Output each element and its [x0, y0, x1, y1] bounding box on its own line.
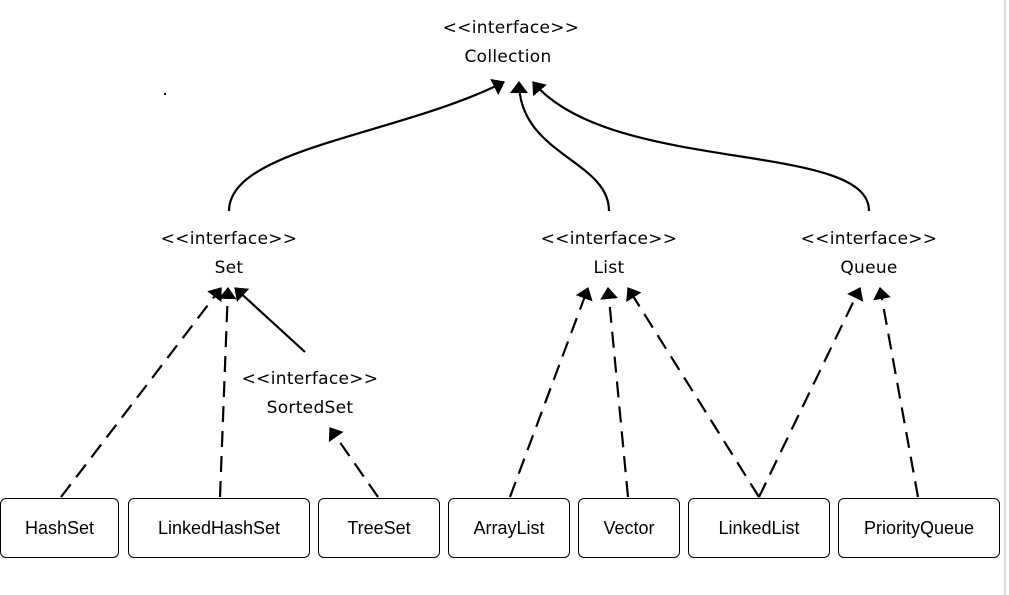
queue-interface-name: Queue — [840, 258, 898, 278]
edge-linkedhashset-to-set — [218, 287, 237, 498]
class-box-priorityqueue: PriorityQueue — [838, 498, 1000, 558]
class-box-arraylist: ArrayList — [448, 498, 570, 558]
class-label-vector: Vector — [603, 517, 655, 538]
queue-stereotype: <<interface>> — [800, 229, 938, 249]
edge-linkedlist-to-queue — [758, 287, 864, 498]
edge-vector-to-list — [600, 287, 630, 498]
edge-queue-to-collection — [532, 81, 871, 212]
class-label-arraylist: ArrayList — [473, 517, 545, 538]
collection-stereotype: <<interface>> — [442, 18, 580, 38]
edge-arraylist-to-list — [508, 287, 593, 498]
edge-treeset-to-sortedset — [328, 427, 379, 498]
class-label-treeset: TreeSet — [347, 517, 411, 538]
edge-priorityqueue-to-queue — [873, 287, 920, 498]
class-label-hashset: HashSet — [24, 517, 95, 538]
sortedset-interface-name: SortedSet — [266, 398, 354, 418]
collection-interface-name: Collection — [464, 47, 552, 67]
class-box-vector: Vector — [578, 498, 680, 558]
edge-linkedlist-to-list — [626, 287, 760, 498]
edge-sortedset-to-set — [234, 287, 306, 353]
list-stereotype: <<interface>> — [540, 229, 678, 249]
class-label-linkedhashset: LinkedHashSet — [157, 517, 281, 538]
class-box-treeset: TreeSet — [318, 498, 440, 558]
right-edge-divider — [1004, 0, 1006, 595]
edge-hashset-to-set — [60, 287, 222, 498]
set-interface-name: Set — [214, 258, 244, 278]
class-box-linkedhashset: LinkedHashSet — [128, 498, 310, 558]
set-stereotype: <<interface>> — [160, 229, 298, 249]
stray-dot — [164, 93, 166, 95]
class-box-linkedlist: LinkedList — [688, 498, 830, 558]
class-label-priorityqueue: PriorityQueue — [863, 517, 975, 538]
list-interface-name: List — [593, 258, 625, 278]
class-box-hashset: HashSet — [0, 498, 119, 558]
sortedset-stereotype: <<interface>> — [241, 369, 379, 389]
class-label-linkedlist: LinkedList — [718, 517, 800, 538]
edge-list-to-collection — [510, 81, 611, 212]
edge-set-to-collection — [227, 78, 505, 212]
